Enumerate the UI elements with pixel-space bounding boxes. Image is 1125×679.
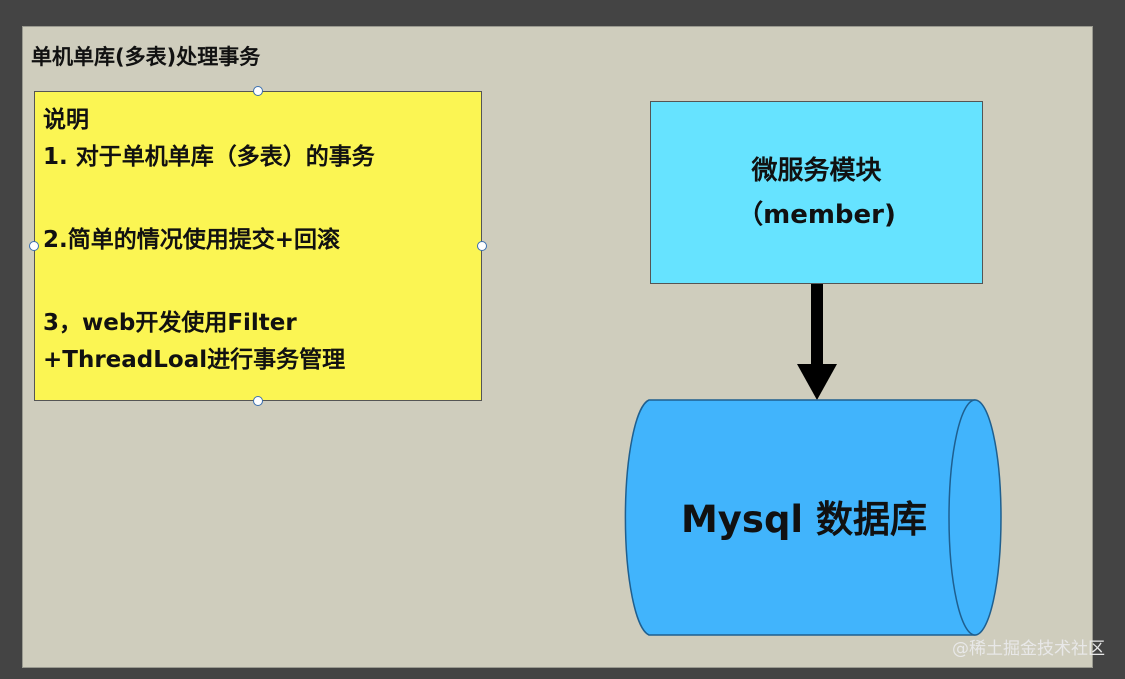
database-label: Mysql 数据库 [680, 498, 927, 541]
diagram-canvas: 单机单库(多表)处理事务 说明 1. 对于单机单库（多表）的事务 2.简单的情况… [22, 26, 1093, 668]
arrow-shaft [811, 284, 823, 366]
microservice-module-box[interactable]: 微服务模块 （member) [650, 101, 983, 284]
connector-arrow [797, 284, 837, 400]
note-heading: 说明 [43, 107, 89, 133]
description-note[interactable]: 说明 1. 对于单机单库（多表）的事务 2.简单的情况使用提交+回滚 3，web… [34, 91, 482, 401]
note-line-3b: +ThreadLoal进行事务管理 [43, 347, 346, 373]
cylinder-end [948, 399, 1002, 636]
note-spacer-2 [43, 259, 473, 305]
watermark: @稀土掘金技术社区 [952, 639, 1105, 659]
resize-handle-bottom[interactable] [253, 396, 263, 406]
arrow-head [797, 364, 837, 400]
module-title: 微服务模块 [751, 155, 882, 186]
resize-handle-top[interactable] [253, 86, 263, 96]
resize-handle-right[interactable] [477, 241, 487, 251]
note-spacer-1 [43, 176, 473, 222]
note-line-3a: 3，web开发使用Filter [43, 310, 297, 336]
note-line-1: 1. 对于单机单库（多表）的事务 [43, 144, 375, 170]
diagram-title: 单机单库(多表)处理事务 [31, 45, 261, 69]
resize-handle-left[interactable] [29, 241, 39, 251]
module-name: （member) [737, 199, 896, 230]
database-cylinder[interactable] [619, 399, 1005, 639]
note-line-2: 2.简单的情况使用提交+回滚 [43, 227, 341, 253]
